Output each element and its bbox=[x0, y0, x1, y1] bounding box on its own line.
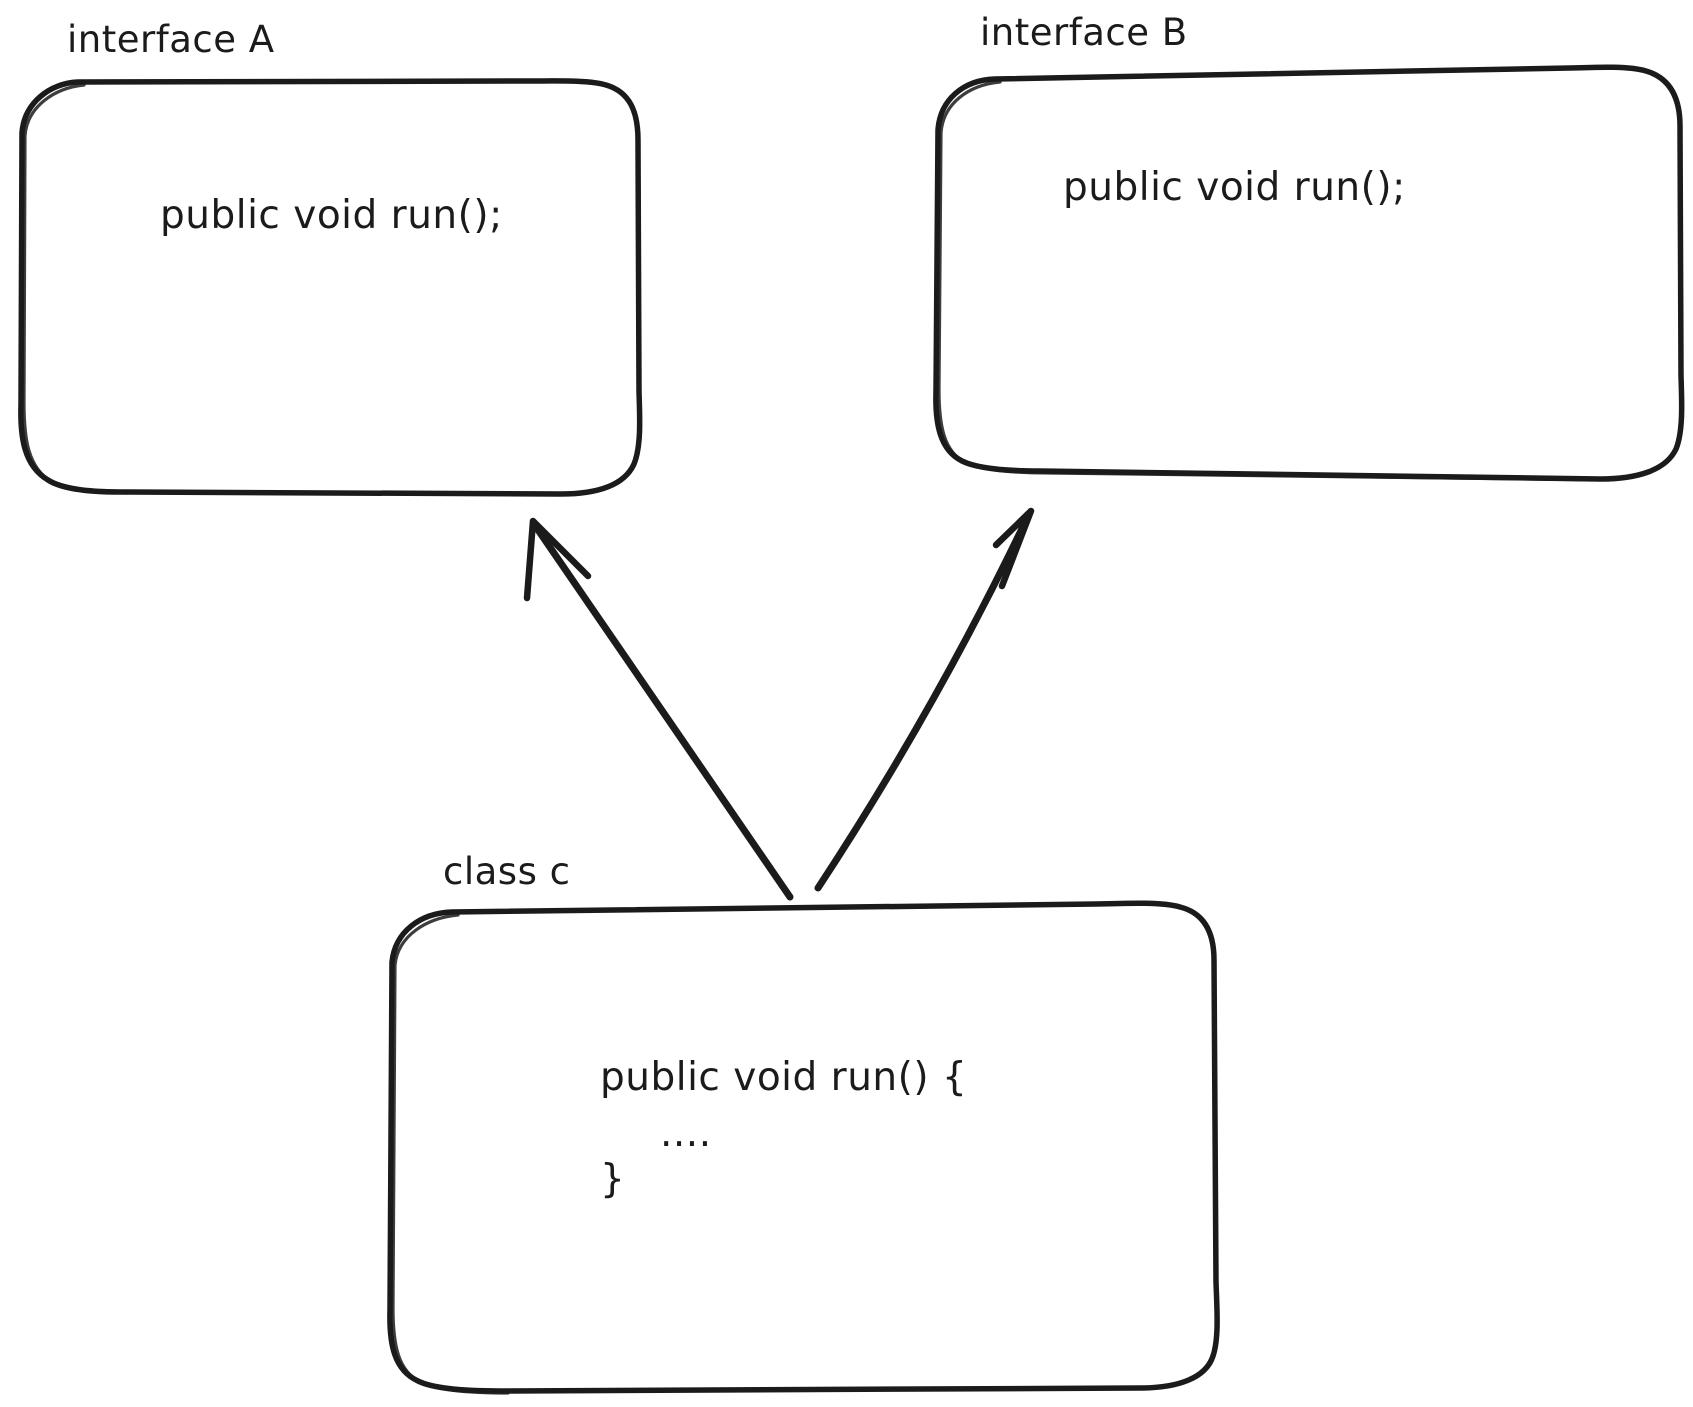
edge-class-c-to-interface-a[interactable] bbox=[523, 517, 794, 901]
interface-b-title: interface B bbox=[980, 11, 1188, 54]
edge-c-to-a-arrowhead bbox=[523, 517, 592, 602]
class-c-title: class c bbox=[443, 850, 570, 893]
class-c-box-outline-sketch bbox=[391, 913, 510, 1395]
node-class-c[interactable]: class c public void run() { .... } bbox=[387, 850, 1220, 1395]
interface-a-box-outline-sketch bbox=[22, 83, 130, 495]
interface-a-box-outline bbox=[18, 78, 643, 497]
interface-a-title: interface A bbox=[67, 18, 275, 61]
interface-b-box-outline bbox=[933, 64, 1685, 482]
node-interface-a[interactable]: interface A public void run(); bbox=[18, 18, 643, 497]
node-interface-b[interactable]: interface B public void run(); bbox=[933, 11, 1685, 482]
class-c-body-line-1: .... bbox=[660, 1111, 712, 1156]
class-c-box-outline bbox=[387, 900, 1220, 1394]
class-c-body-line-0: public void run() { bbox=[600, 1055, 967, 1100]
class-c-body-line-2: } bbox=[600, 1157, 625, 1202]
edge-class-c-to-interface-b[interactable] bbox=[814, 507, 1035, 892]
interface-b-box-outline-sketch bbox=[937, 80, 1612, 482]
interface-b-body-line-0: public void run(); bbox=[1063, 165, 1406, 210]
edge-c-to-b-arrowhead bbox=[992, 507, 1035, 590]
edge-c-to-b-shaft bbox=[814, 510, 1033, 892]
interface-a-body-line-0: public void run(); bbox=[160, 193, 503, 238]
edge-c-to-a-shaft bbox=[530, 520, 794, 901]
